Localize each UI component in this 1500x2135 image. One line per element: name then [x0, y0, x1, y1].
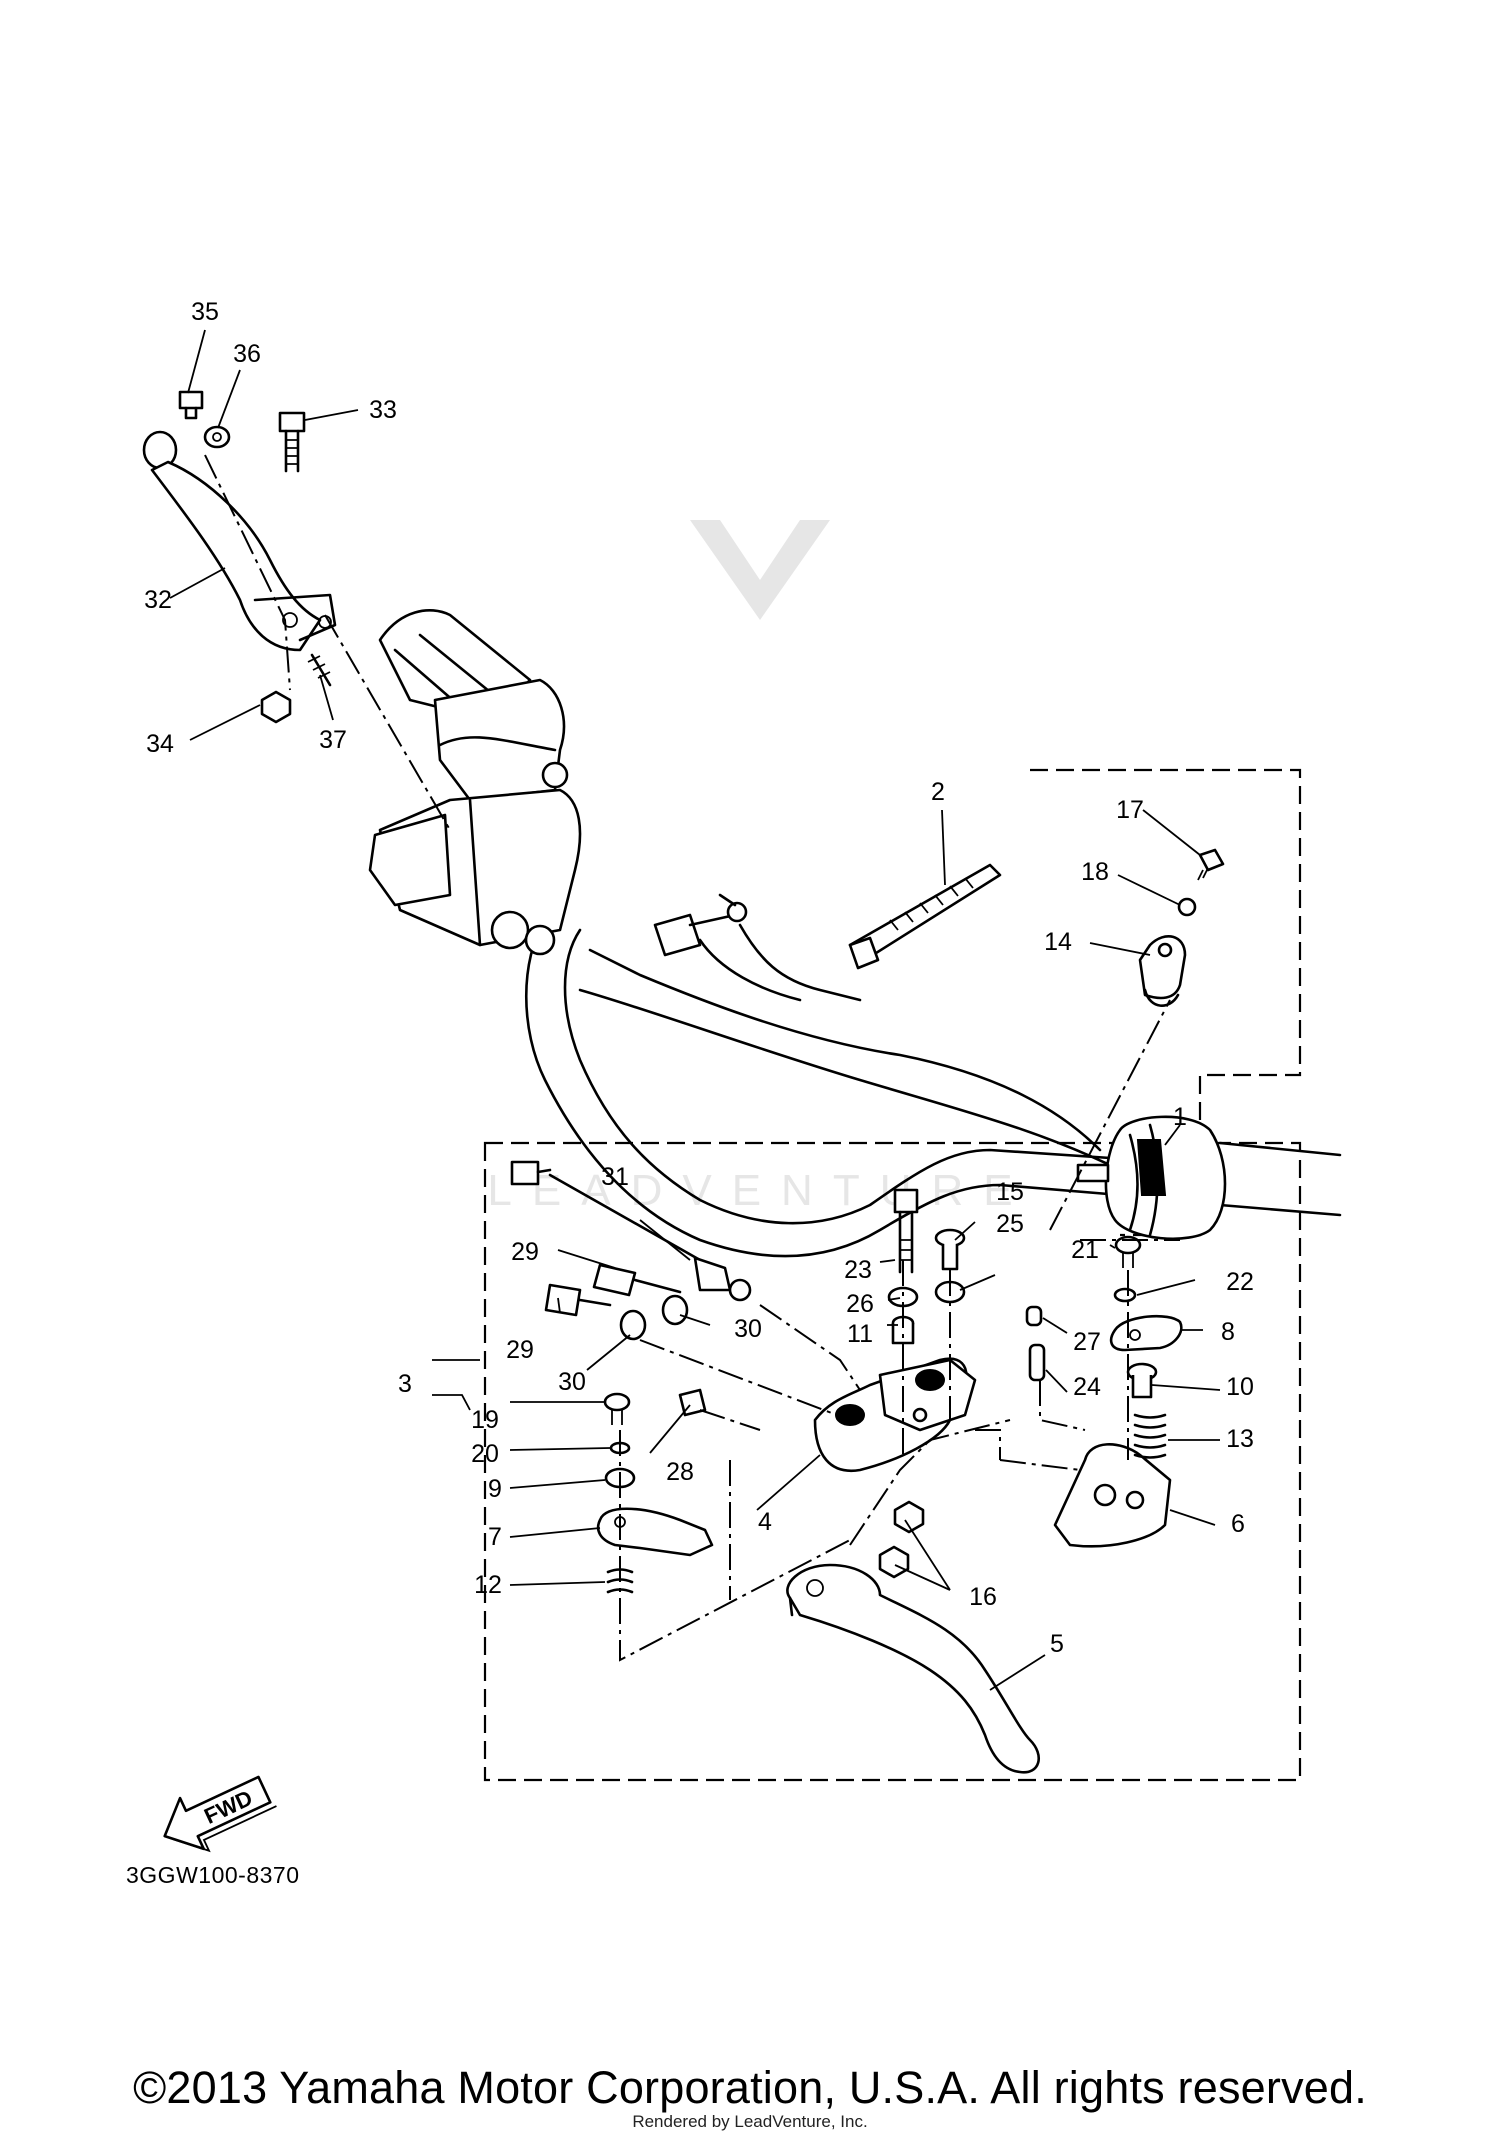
label-33: 33	[369, 396, 397, 424]
label-25: 25	[996, 1210, 1024, 1238]
bolt-23	[893, 1188, 919, 1274]
label-8: 8	[1221, 1318, 1235, 1346]
nut-34	[260, 690, 292, 724]
label-11: 11	[847, 1320, 873, 1348]
nut-30	[619, 1294, 689, 1341]
label-3: 3	[398, 1370, 412, 1398]
master-cylinder	[368, 609, 582, 956]
handlebar	[524, 918, 1342, 1258]
label-34: 34	[146, 730, 174, 758]
bolt-33	[278, 411, 306, 473]
label-16: 16	[969, 1583, 997, 1611]
forward-arrow-icon: FWD	[163, 1775, 277, 1853]
assembly-box-3	[483, 1141, 1302, 1782]
washer-18	[1177, 897, 1197, 917]
label-7: 7	[488, 1523, 502, 1551]
rendered-by-notice: Rendered by LeadVenture, Inc.	[632, 2112, 868, 2131]
label-6: 6	[1231, 1510, 1245, 1538]
watermark-text: LEADVENTURE	[487, 1166, 1032, 1215]
pin-27	[1025, 1305, 1043, 1327]
clamp-14	[1138, 935, 1187, 1007]
label-9: 9	[488, 1475, 502, 1503]
label-30-right: 30	[734, 1315, 762, 1343]
copyright-notice: ©2013 Yamaha Motor Corporation, U.S.A. A…	[133, 2062, 1367, 2113]
label-15: 15	[996, 1178, 1024, 1206]
screw-21	[1114, 1235, 1142, 1268]
handlebar-switch-1	[1076, 1115, 1227, 1240]
label-37: 37	[319, 726, 347, 754]
screw-37	[307, 653, 332, 687]
bolt-35	[178, 390, 204, 420]
screw-19	[603, 1392, 631, 1425]
label-19: 19	[471, 1406, 499, 1434]
label-2: 2	[931, 778, 945, 806]
plate-8	[1109, 1314, 1183, 1352]
lever-5	[786, 1563, 1040, 1774]
label-10: 10	[1226, 1373, 1254, 1401]
brake-switch-31	[510, 1160, 752, 1302]
label-35: 35	[191, 298, 219, 326]
label-5: 5	[1050, 1630, 1064, 1658]
label-23: 23	[844, 1256, 872, 1284]
label-32: 32	[144, 586, 172, 614]
pin-10	[1126, 1362, 1158, 1399]
label-17: 17	[1116, 796, 1144, 824]
label-22: 22	[1226, 1268, 1254, 1296]
spring-13	[1133, 1413, 1167, 1459]
label-14: 14	[1044, 928, 1072, 956]
pin-24	[1028, 1343, 1046, 1382]
plate-7	[596, 1507, 714, 1557]
label-36: 36	[233, 340, 261, 368]
front-brake-lever	[142, 430, 337, 652]
label-27: 27	[1073, 1328, 1101, 1356]
label-29-top: 29	[511, 1238, 539, 1266]
washer-22	[1113, 1287, 1137, 1303]
adjuster-29	[544, 1263, 682, 1317]
label-31: 31	[601, 1163, 629, 1191]
label-28: 28	[666, 1458, 694, 1486]
alignment-lines	[619, 999, 1180, 1662]
label-29-bottom: 29	[506, 1336, 534, 1364]
nut-36	[203, 425, 231, 449]
part-labels: 35 36 33 32 34 37 2 17 18 14 1 31 15 25 …	[144, 298, 1254, 1658]
diagram-code: 3GGW100-8370	[126, 1862, 300, 1888]
label-4: 4	[758, 1508, 772, 1536]
bracket-6	[1053, 1443, 1172, 1548]
label-13: 13	[1226, 1425, 1254, 1453]
bolt-15	[934, 1228, 966, 1271]
label-1: 1	[1173, 1103, 1187, 1131]
screw-17	[1197, 848, 1225, 881]
nut-16	[878, 1500, 925, 1579]
leader-lines	[169, 329, 1221, 1691]
label-20: 20	[471, 1440, 499, 1468]
brake-switch-wire	[653, 893, 862, 1002]
label-12: 12	[474, 1571, 502, 1599]
label-21: 21	[1071, 1236, 1099, 1264]
label-26: 26	[846, 1290, 874, 1318]
band-2	[848, 863, 1002, 970]
label-30-left: 30	[558, 1368, 586, 1396]
label-24: 24	[1073, 1373, 1101, 1401]
label-18: 18	[1081, 858, 1109, 886]
